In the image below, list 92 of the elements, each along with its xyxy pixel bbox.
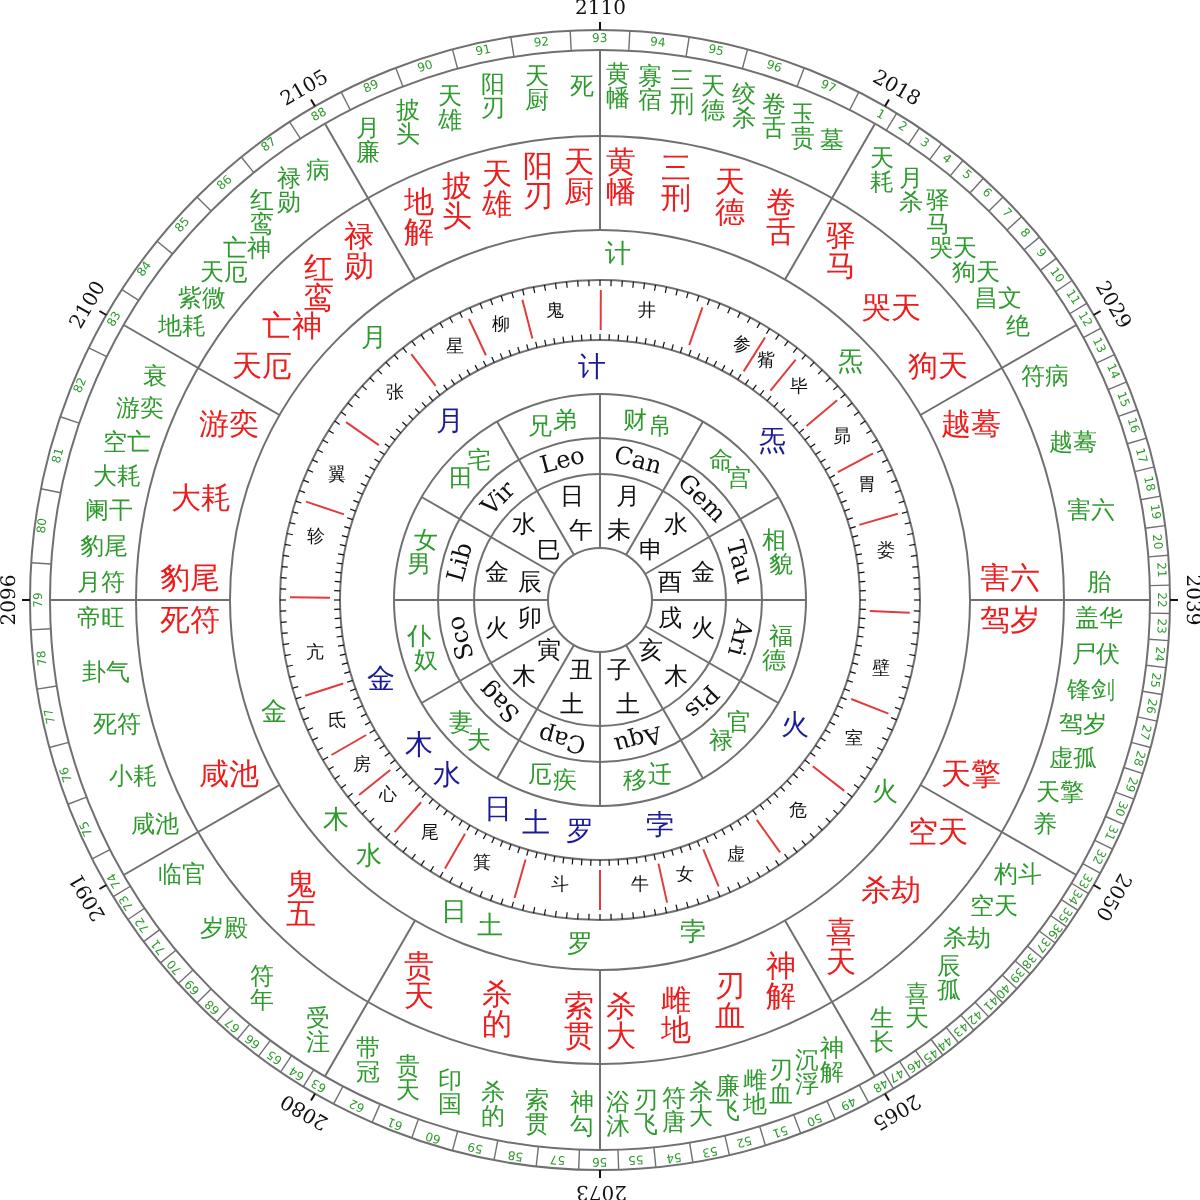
star-name: 卷舌 [761, 91, 786, 140]
star-name: 天厄 [231, 351, 292, 382]
star-name: 死符 [159, 605, 220, 636]
star-name: 大耗 [171, 484, 232, 515]
star-name: 披头 [396, 97, 421, 146]
star-name: 长生 [870, 1006, 895, 1055]
star-name: 亡神 [223, 235, 272, 260]
star-name: 的杀 [481, 1079, 506, 1128]
star-name: 解神 [820, 1035, 845, 1084]
star-name: 地耗 [158, 314, 207, 339]
star-name: 衰 [142, 363, 167, 388]
star-name: 红鸾 [249, 187, 274, 236]
star-name: 三刑 [669, 67, 694, 116]
star-name: 胎 [1086, 570, 1111, 595]
star-name: 紫微 [178, 286, 227, 311]
star-name: 年符 [249, 964, 274, 1013]
star-name: 绞杀 [731, 81, 756, 130]
star-name: 唐符 [661, 1085, 686, 1134]
star-name: 空亡 [102, 429, 151, 454]
star-name: 天贵 [404, 952, 434, 1013]
star-name: 黄幡 [606, 61, 631, 110]
star-name: 黄幡 [606, 147, 637, 208]
star-name: 死符 [92, 712, 141, 737]
star-name: 浮沉 [794, 1047, 819, 1096]
star-name: 月廉 [355, 116, 380, 165]
star-name: 帝旺 [77, 605, 126, 630]
star-name: 驿马 [926, 187, 951, 236]
planet-symbol: 土 [476, 913, 503, 940]
star-name: 飞刃 [634, 1088, 659, 1137]
star-name: 地雌 [742, 1067, 767, 1116]
star-name: 三刑 [661, 153, 692, 214]
star-name: 天厨 [563, 147, 594, 208]
star-name: 地解 [404, 187, 434, 248]
star-name: 卦气 [82, 659, 131, 684]
planet-symbol: 计 [605, 242, 632, 269]
planet-symbol: 孛 [680, 919, 707, 946]
star-name: 天德 [714, 167, 745, 228]
star-name: 咸池 [198, 760, 259, 791]
star-name: 大杀 [606, 992, 637, 1053]
star-name: 岁殿 [199, 915, 248, 940]
star-name: 贯索 [525, 1087, 550, 1136]
star-name: 养 [1033, 812, 1058, 837]
star-name: 死 [569, 73, 594, 98]
star-name: 大耗 [92, 463, 141, 488]
star-name: 沐浴 [606, 1090, 631, 1139]
star-name: 飞廉 [716, 1074, 741, 1123]
star-name: 地雌 [661, 986, 692, 1047]
star-name: 勾神 [569, 1090, 594, 1139]
star-name: 天厨 [525, 64, 550, 113]
star-name: 阳刃 [481, 72, 506, 121]
star-name: 大杀 [689, 1080, 714, 1129]
planet-symbol: 金 [260, 699, 287, 726]
star-name: 冠带 [355, 1035, 380, 1084]
star-name: 墓 [820, 128, 845, 153]
star-name: 阑干 [85, 498, 133, 523]
star-name: 血刃 [714, 972, 745, 1033]
star-name: 小耗 [108, 763, 157, 788]
star-name: 孤辰 [936, 954, 961, 1003]
year-label: 2096 [0, 574, 21, 626]
star-name: 卷舌 [765, 187, 796, 248]
star-name: 禄勋 [344, 222, 375, 283]
star-name: 咸池 [130, 812, 179, 837]
star-name: 天贵 [396, 1054, 421, 1103]
planet-symbol: 罗 [567, 931, 594, 958]
star-name: 豹尾 [79, 534, 128, 559]
star-name: 天喜 [825, 917, 856, 978]
star-name: 注受 [305, 1006, 330, 1055]
star-name: 月符 [77, 570, 126, 595]
star-name: 贯索 [563, 992, 594, 1053]
star-name: 禄勋 [277, 165, 302, 214]
star-name: 玉贵 [791, 102, 816, 151]
star-name: 天雄 [481, 159, 512, 220]
star-name: 国印 [438, 1068, 463, 1117]
star-name: 天厄 [199, 260, 248, 285]
star-name: 解神 [765, 952, 796, 1013]
star-name: 临官 [158, 861, 207, 886]
star-name: 血刃 [769, 1058, 794, 1107]
star-name: 天德 [700, 73, 725, 122]
star-name: 天雄 [438, 83, 463, 132]
star-name: 天喜 [904, 982, 929, 1031]
star-name: 月杀 [898, 165, 923, 214]
star-name: 阳刃 [522, 151, 553, 212]
star-name: 的杀 [481, 980, 512, 1041]
star-name: 披头 [442, 171, 473, 232]
star-name: 绝 [1005, 314, 1030, 339]
star-name: 病 [305, 157, 330, 182]
star-name: 驿马 [825, 222, 856, 283]
star-name: 寡宿 [637, 63, 662, 112]
star-name: 豹尾 [159, 564, 220, 595]
star-name: 天耗 [870, 145, 895, 194]
star-name: 游奕 [115, 395, 164, 420]
star-name: 游奕 [198, 409, 259, 440]
